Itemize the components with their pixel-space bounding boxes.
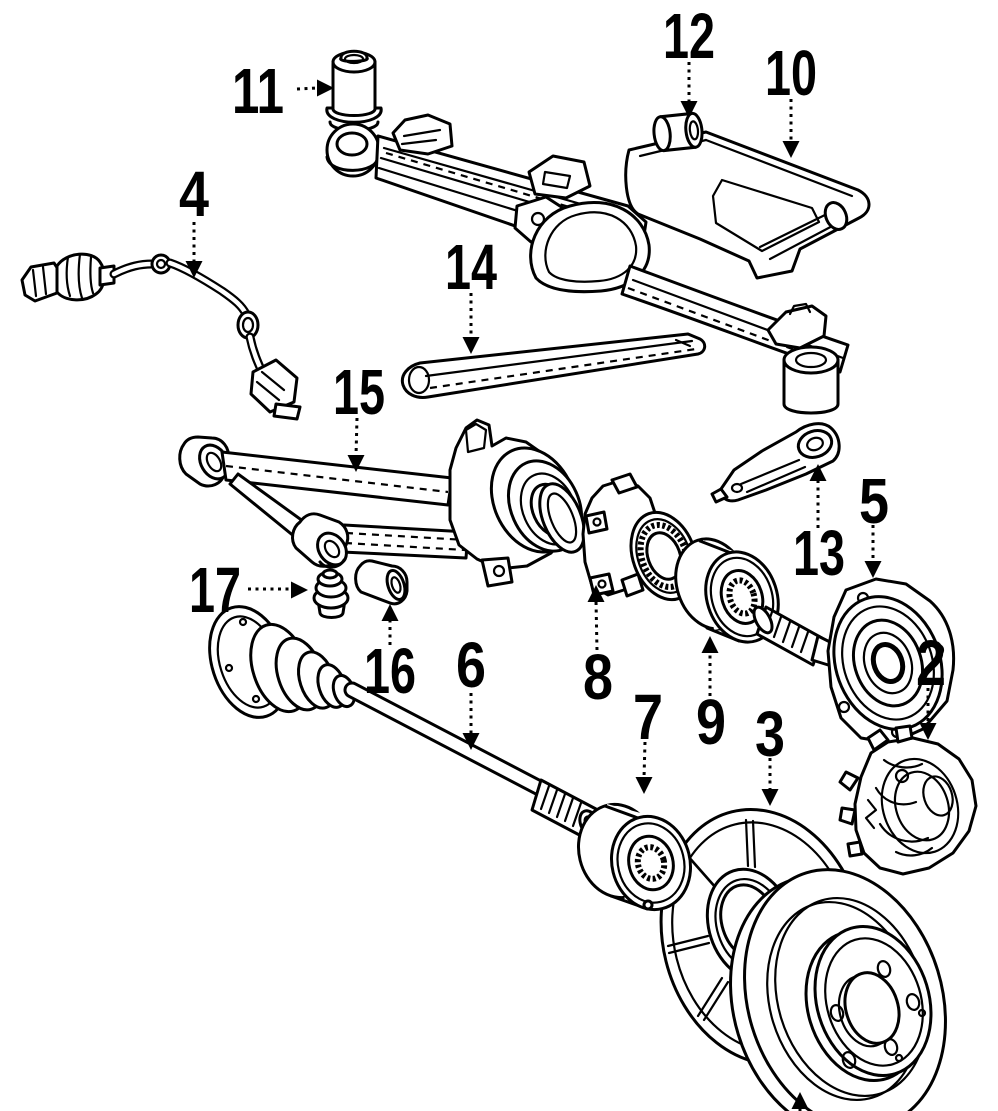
- callout-brake-caliper[interactable]: 2: [916, 627, 946, 740]
- part-bushing-drawing: [354, 559, 409, 606]
- callout-axle-shaft[interactable]: 6: [456, 629, 486, 750]
- callout-number[interactable]: 9: [696, 686, 726, 758]
- callout-number[interactable]: 2: [916, 627, 946, 699]
- callout-arrowhead: [809, 464, 827, 481]
- callout-abs-wheel-speed-sensor[interactable]: 4: [179, 158, 209, 278]
- part-bearing-drawing: [576, 802, 693, 912]
- part-wheel-hub-drawing: [752, 577, 956, 745]
- callout-arrowhead: [587, 585, 605, 602]
- part-bracket-drawing: [710, 422, 841, 504]
- callout-number[interactable]: 16: [364, 635, 416, 707]
- part-abs-sensor-drawing: [20, 252, 302, 421]
- part-drive-flange-drawing: [538, 472, 699, 602]
- callout-number[interactable]: 5: [859, 465, 889, 537]
- callout-number[interactable]: 10: [765, 37, 817, 109]
- callout-protective-cap[interactable]: 17: [189, 554, 308, 626]
- callout-leader-line: [296, 86, 319, 91]
- part-axle-shaft-drawing: [208, 605, 602, 841]
- part-cap-drawing: [312, 568, 350, 619]
- part-small-bushing-drawing: [652, 111, 704, 153]
- part-brake-disc-drawing: [729, 868, 947, 1111]
- callout-bearing[interactable]: 7: [633, 681, 663, 794]
- callout-drive-flange[interactable]: 8: [583, 585, 613, 713]
- part-subframe-mount-drawing: [325, 49, 383, 132]
- callout-number[interactable]: 13: [793, 517, 845, 589]
- callout-wheel-bearing[interactable]: 9: [696, 636, 726, 758]
- part-brake-caliper-drawing: [838, 724, 978, 876]
- callout-number[interactable]: 14: [445, 231, 497, 303]
- callout-number[interactable]: 12: [663, 0, 715, 72]
- callout-leader-line: [354, 417, 359, 457]
- callout-small-bushing[interactable]: 12: [663, 0, 715, 118]
- callout-number[interactable]: 17: [189, 554, 241, 626]
- callout-leader-line: [642, 741, 647, 779]
- callout-arrowhead: [317, 79, 334, 97]
- callout-arrowhead: [761, 789, 779, 806]
- callout-subframe-mount-bushing[interactable]: 11: [232, 55, 334, 127]
- callout-number[interactable]: 4: [179, 158, 209, 230]
- callout-number[interactable]: 11: [232, 55, 284, 127]
- callout-brake-backing-plate[interactable]: 3: [755, 698, 785, 806]
- callout-number[interactable]: 3: [755, 698, 785, 770]
- callout-trailing-arm[interactable]: 15: [333, 356, 385, 472]
- callout-reinforcement-strap[interactable]: 14: [445, 231, 497, 354]
- part-trailing-arm-drawing: [178, 418, 583, 588]
- callout-arrowhead: [635, 777, 653, 794]
- callout-arrowhead: [291, 581, 308, 599]
- callout-arrowhead: [185, 261, 203, 278]
- callout-bracket[interactable]: 13: [793, 464, 845, 589]
- callout-arrowhead: [462, 337, 480, 354]
- callout-rear-subframe[interactable]: 10: [765, 37, 817, 158]
- callout-arrowhead: [791, 1092, 809, 1109]
- callout-arrowhead: [864, 561, 882, 578]
- callout-arrowhead: [782, 141, 800, 158]
- callout-arrowhead: [462, 733, 480, 750]
- callout-arrowhead: [347, 455, 365, 472]
- callout-arrowhead: [919, 723, 937, 740]
- part-strap-drawing: [400, 332, 707, 399]
- callout-arrowhead: [381, 604, 399, 621]
- callout-number[interactable]: 8: [583, 641, 613, 713]
- callout-arrowhead: [680, 101, 698, 118]
- callout-wheel-hub[interactable]: 5: [859, 465, 889, 578]
- part-subframe-drawing: [325, 113, 871, 415]
- callout-arrowhead: [701, 636, 719, 653]
- callout-bushing[interactable]: 16: [364, 604, 416, 707]
- callout-number[interactable]: 15: [333, 356, 385, 428]
- callout-number[interactable]: 7: [633, 681, 663, 753]
- callout-number[interactable]: 6: [456, 629, 486, 701]
- callout-leader-line: [594, 600, 599, 651]
